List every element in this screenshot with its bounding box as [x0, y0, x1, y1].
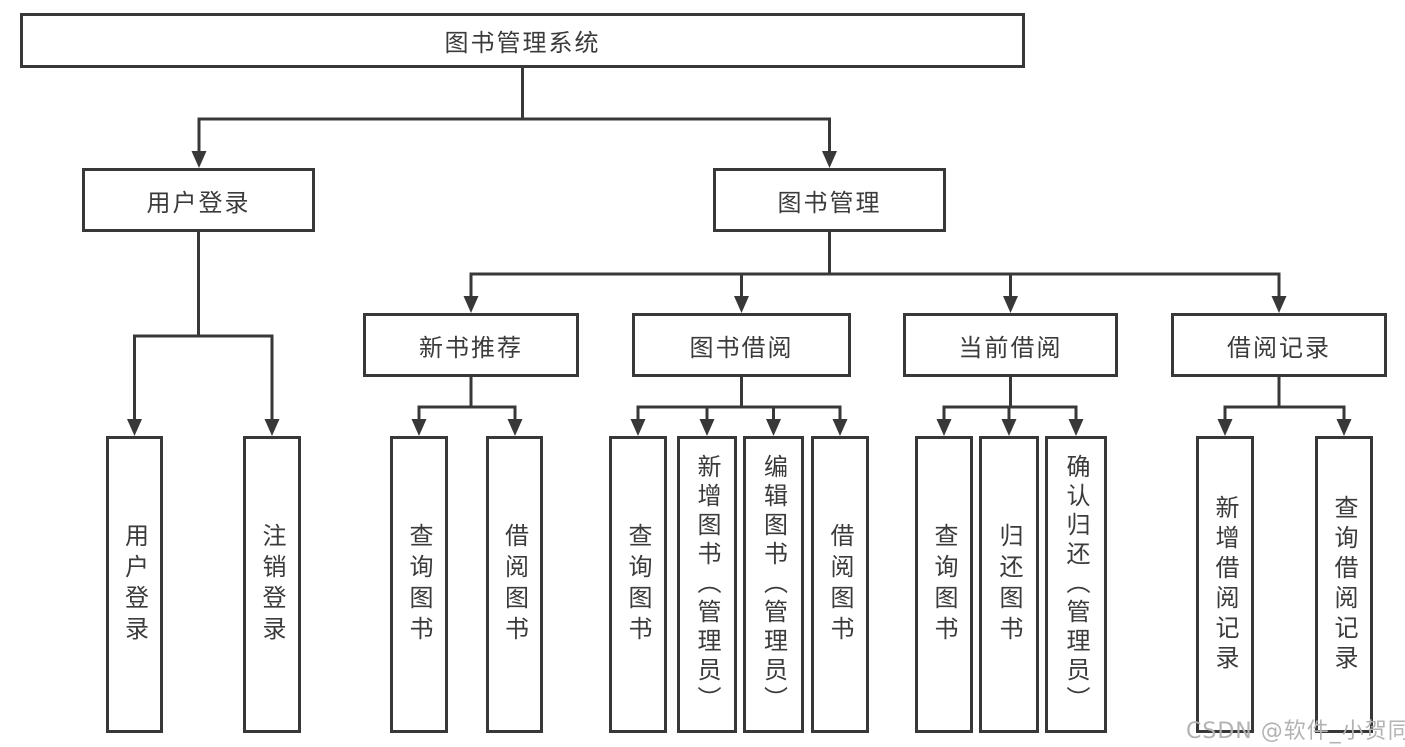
node-book-borrow: 图书借阅: [632, 313, 851, 377]
node-user-login: 用户登录: [82, 168, 315, 232]
node-root: 图书管理系统: [20, 13, 1025, 68]
leaf-borrow-books-recommend: 借阅图书: [486, 436, 543, 733]
leaf-query-books-current: 查询图书: [915, 436, 973, 733]
arrowheads: [127, 151, 1352, 436]
node-book-management: 图书管理: [713, 168, 946, 232]
node-new-book-recommend: 新书推荐: [363, 313, 579, 377]
node-current-borrow: 当前借阅: [903, 313, 1118, 377]
leaf-query-books-recommend: 查询图书: [390, 436, 448, 733]
leaf-query-borrow-record: 查询借阅记录: [1315, 436, 1373, 733]
leaf-user-login: 用户登录: [106, 436, 163, 733]
leaf-query-books-borrow: 查询图书: [609, 436, 667, 733]
watermark: CSDN @软件_小贺同学: [1186, 719, 1405, 744]
leaf-add-borrow-record: 新增借阅记录: [1196, 436, 1254, 733]
leaf-return-books: 归还图书: [979, 436, 1039, 733]
leaf-add-books-admin: 新增图书（管理员）: [677, 436, 737, 733]
leaf-confirm-return-admin: 确认归还（管理员）: [1045, 436, 1107, 733]
node-borrow-records: 借阅记录: [1171, 313, 1387, 377]
leaf-logout: 注销登录: [243, 436, 301, 733]
leaf-edit-books-admin: 编辑图书（管理员）: [743, 436, 804, 733]
leaf-borrow-books: 借阅图书: [811, 436, 869, 733]
